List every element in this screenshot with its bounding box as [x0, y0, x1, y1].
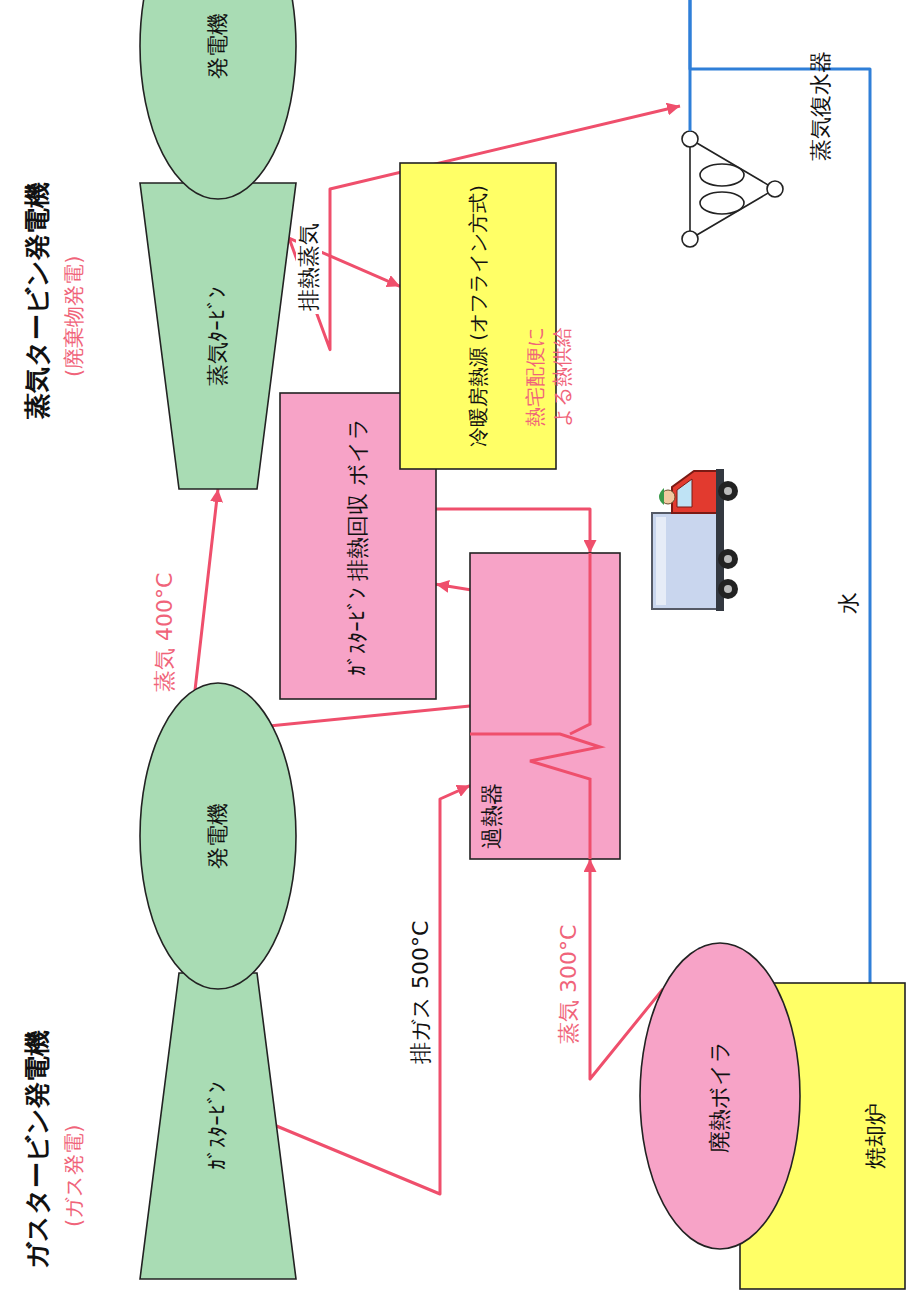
superheater-box: 過熱器 — [470, 553, 620, 859]
flow-label: 排ガス 500°C — [408, 918, 434, 1067]
node-label: 発電機 — [204, 13, 233, 79]
section-subtitle: (ガス発電) — [62, 1125, 87, 1227]
condenser-fan — [700, 164, 744, 186]
truck-illustration — [652, 469, 738, 611]
note-text: 熱宅配便に よる熱供給 — [522, 312, 576, 427]
gas-turbine: ｶﾞｽﾀｰﾋﾞﾝ — [140, 973, 296, 1279]
node-label: 焼却炉 — [862, 1103, 891, 1169]
box-shape — [470, 553, 620, 859]
condenser-symbol: 蒸気復水器 — [680, 0, 850, 259]
node-label: 冷暖房熱源 (オフライン方式) — [465, 185, 491, 447]
section-subtitle: (廃棄物発電) — [62, 256, 87, 377]
generator-shape — [140, 0, 296, 199]
node-label: 蒸気復水器 — [807, 51, 836, 161]
node-label: 廃熱ボイラ — [706, 1040, 735, 1153]
generator-circle: 発電機 — [140, 683, 296, 989]
generator-shape — [140, 683, 296, 989]
superheater-coil — [570, 553, 590, 734]
section-title: 蒸気タービン発電機 — [22, 182, 53, 419]
waste-heat-boiler: 廃熱ボイラ — [640, 943, 800, 1249]
node-label: 蒸気ﾀｰﾋﾞﾝ — [204, 287, 233, 386]
flow-label: 蒸気 400°C — [152, 570, 178, 695]
superheater-coil — [470, 734, 600, 859]
node-label: 過熱器 — [478, 783, 507, 849]
node-label: ｶﾞｽﾀｰﾋﾞﾝ — [204, 1082, 233, 1170]
condenser-fan — [700, 192, 744, 214]
generator-circle: 発電機 — [140, 0, 296, 199]
flow-label: 排熱蒸気 — [296, 220, 322, 314]
flow-label: 蒸気 300°C — [556, 922, 582, 1047]
flow-label: 水 — [836, 589, 862, 617]
node-label: ｶﾞｽﾀｰﾋﾞﾝ 排熱回収 ボイラ — [344, 417, 373, 676]
water-line — [690, 0, 870, 1009]
condenser-node — [682, 131, 698, 147]
box-shape — [740, 983, 905, 1289]
boiler-shape — [640, 943, 800, 1249]
turbine-shape — [140, 183, 296, 489]
exhaust-gas-line — [436, 584, 470, 589]
turbine-shape — [140, 973, 296, 1279]
section-title: ガスタービン発電機 — [22, 1030, 53, 1269]
exhaust-gas-line — [277, 786, 471, 1194]
steam-turbine: 蒸気ﾀｰﾋﾞﾝ — [140, 183, 296, 489]
condenser-node — [767, 181, 783, 197]
condenser-frame — [690, 139, 775, 239]
water-line — [689, 0, 692, 131]
node-label: 発電機 — [204, 803, 233, 869]
condenser-node — [682, 231, 698, 247]
